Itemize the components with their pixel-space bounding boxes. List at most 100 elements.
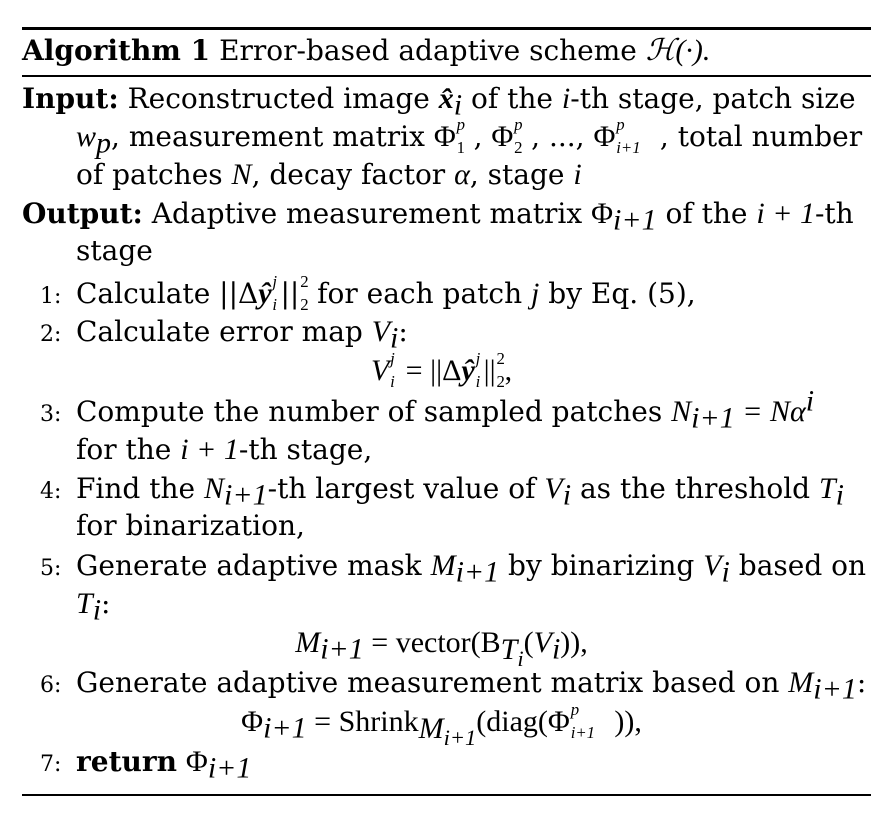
math-var: i	[573, 158, 582, 191]
math-var: Φ	[433, 120, 456, 153]
math-sub: 2	[300, 295, 309, 315]
math-sub: Mi+1	[418, 711, 477, 748]
math-var: Φ	[241, 705, 264, 738]
text: Adaptive measurement matrix	[151, 197, 592, 230]
step-number: 6:	[40, 673, 62, 698]
math-var: w	[76, 120, 97, 153]
step-5-cont: Ti:	[76, 589, 110, 626]
step-2: 2:Calculate error map Vi:	[40, 315, 408, 354]
math-sub: i	[390, 372, 395, 392]
math-var: V	[371, 315, 391, 348]
math-sub: i+1	[224, 478, 268, 512]
math-op: ,	[504, 354, 513, 387]
algorithm-label: Algorithm 1	[22, 34, 211, 67]
text: by binarizing	[499, 549, 704, 582]
step-4: 4:Find the Ni+1-th largest value of Vi a…	[40, 472, 844, 511]
text: for the	[76, 433, 181, 466]
math-op: (diag(	[476, 705, 548, 738]
input-label: Input:	[22, 82, 119, 115]
supsub: p i+1	[570, 701, 615, 741]
math-sub: i	[562, 478, 572, 512]
math-sup: p	[456, 115, 465, 135]
math-var: V	[544, 472, 563, 505]
math-sub: i+1	[813, 672, 857, 706]
math-sub: i+1	[320, 632, 364, 666]
text: , decay factor	[251, 158, 455, 191]
math-op: )),	[614, 705, 642, 738]
math-sub: 2	[496, 372, 505, 392]
text: Generate adaptive measurement matrix bas…	[76, 666, 789, 699]
math-sup: p	[570, 700, 580, 720]
algorithm-bottom-rule	[22, 794, 871, 796]
text: of the	[462, 82, 562, 115]
step-number: 3:	[40, 402, 62, 427]
math-sub: Ti	[501, 633, 524, 669]
math-var: α	[454, 158, 470, 191]
math-sup: j	[390, 349, 395, 369]
math-sup: 2	[300, 272, 309, 292]
math-var: T	[818, 472, 836, 505]
math-var: Φ	[547, 705, 570, 738]
equation-adaptive-mask: Mi+1 = vector(BTi(Vi)),	[0, 626, 883, 670]
text: for each patch	[308, 277, 532, 310]
math-sub: i+1	[613, 203, 657, 237]
math-var: Φ	[593, 120, 616, 153]
algorithm-title: Error-based adaptive scheme	[219, 34, 637, 67]
math-sub: i	[475, 372, 481, 392]
math-var: V	[533, 626, 552, 659]
input-line-3: of patches N, decay factor α, stage i	[76, 160, 582, 190]
math-op: = ||Δ	[398, 354, 462, 387]
math-op: = vector(B	[363, 626, 501, 659]
step-number: 2:	[40, 322, 62, 347]
algorithm-title-math: ℋ(·).	[645, 34, 711, 67]
math-sup: j	[475, 349, 481, 369]
math-sub: i+1	[207, 751, 252, 785]
text: -th stage,	[238, 433, 373, 466]
math-sup: j	[272, 272, 278, 292]
math-op: (	[523, 626, 534, 659]
math-sub: i	[453, 88, 463, 122]
math-var: i + 1	[180, 433, 239, 466]
math-var: M	[418, 711, 444, 745]
step-3: 3:Compute the number of sampled patches …	[40, 386, 814, 433]
text: , stage	[469, 158, 574, 191]
math-var: i	[561, 82, 571, 115]
text: ||	[280, 277, 300, 310]
text: -th	[814, 197, 854, 230]
algorithm-top-rule	[22, 27, 871, 30]
text: :	[856, 666, 867, 699]
text: , total number	[659, 120, 863, 153]
math-var: ŷ	[258, 277, 272, 310]
math-sub: i+1	[455, 555, 500, 589]
step-3-cont: for the i + 1-th stage,	[76, 435, 372, 465]
step-7: 7:return Φi+1	[40, 745, 251, 784]
math-sub: i	[835, 478, 845, 512]
text: , measurement matrix	[111, 120, 434, 153]
math-sup: 2	[496, 349, 505, 369]
math-sub: 1	[456, 138, 465, 158]
math-sub: i	[517, 645, 524, 671]
math-op: )),	[560, 626, 588, 659]
math-var: M	[430, 549, 456, 582]
step-number: 7:	[40, 752, 62, 777]
math-sub: 2	[514, 138, 523, 158]
text: of patches	[76, 158, 232, 191]
math-var: Φ	[185, 745, 208, 778]
step-number: 5:	[40, 556, 62, 581]
math-sub: i	[92, 593, 102, 627]
text: as the threshold	[571, 472, 819, 505]
math-var: V	[370, 354, 390, 387]
math-sub: i+1	[570, 723, 596, 743]
math-sub: i+1	[443, 724, 477, 750]
output-line-1: Output: Adaptive measurement matrix Φi+1…	[22, 197, 854, 236]
text: :	[398, 315, 408, 348]
text: based on	[729, 549, 867, 582]
math-var: M	[295, 626, 321, 659]
